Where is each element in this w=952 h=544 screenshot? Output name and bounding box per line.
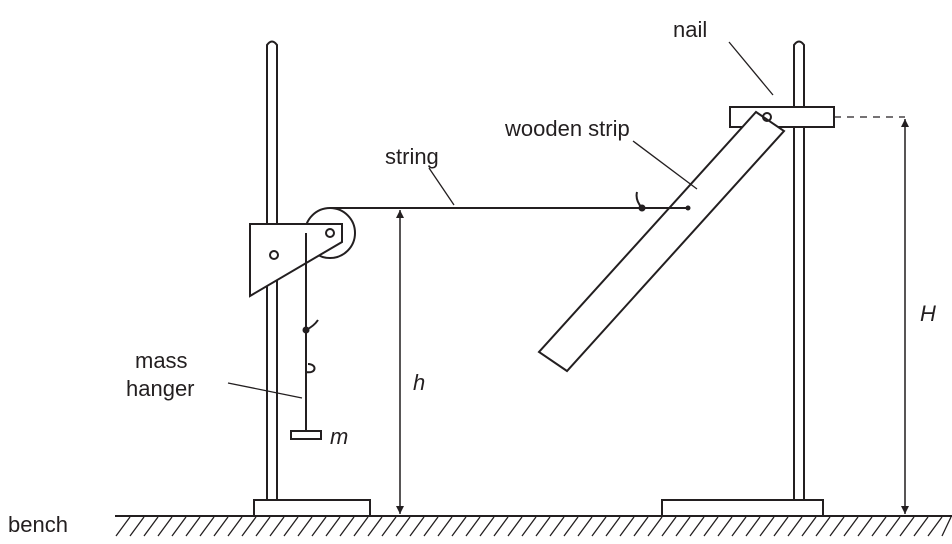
hatch-line bbox=[857, 516, 873, 537]
hatch-line bbox=[507, 516, 523, 537]
bench-label: bench bbox=[8, 512, 68, 537]
bench-hatching bbox=[115, 516, 952, 537]
right-stand bbox=[661, 40, 824, 517]
mass-hanger-label-line1: mass bbox=[135, 348, 188, 373]
nail-label: nail bbox=[673, 17, 707, 42]
mass-hanger-label-line2: hanger bbox=[126, 376, 195, 401]
hatch-line bbox=[661, 516, 677, 537]
mass-hanger-base bbox=[290, 430, 322, 440]
hatch-line bbox=[339, 516, 355, 537]
hatch-line bbox=[815, 516, 831, 537]
wooden-strip bbox=[537, 110, 786, 373]
hatch-line bbox=[941, 516, 952, 537]
hatch-line bbox=[647, 516, 663, 537]
mass-hanger-leader bbox=[227, 382, 303, 399]
hatch-line bbox=[143, 516, 159, 537]
wooden-strip-leader bbox=[632, 140, 698, 190]
hatch-line bbox=[465, 516, 481, 537]
hatch-line bbox=[801, 516, 817, 537]
hatch-line bbox=[269, 516, 285, 537]
hatch-line bbox=[423, 516, 439, 537]
hatch-line bbox=[241, 516, 257, 537]
hatch-line bbox=[171, 516, 187, 537]
hatch-line bbox=[213, 516, 229, 537]
hatch-line bbox=[787, 516, 803, 537]
hatch-line bbox=[633, 516, 649, 537]
hatch-line bbox=[703, 516, 719, 537]
hatch-line bbox=[255, 516, 271, 537]
hatch-line bbox=[451, 516, 467, 537]
hatch-line bbox=[283, 516, 299, 537]
hatch-line bbox=[605, 516, 621, 537]
wooden-strip-label: wooden strip bbox=[504, 116, 630, 141]
string-leader bbox=[428, 167, 455, 206]
h-label: h bbox=[413, 370, 425, 395]
bench bbox=[115, 515, 952, 537]
hatch-line bbox=[367, 516, 383, 537]
hatch-line bbox=[535, 516, 551, 537]
hatch-line bbox=[157, 516, 173, 537]
hatch-line bbox=[549, 516, 565, 537]
hatch-line bbox=[493, 516, 509, 537]
hatch-line bbox=[479, 516, 495, 537]
hatch-line bbox=[745, 516, 761, 537]
hatch-line bbox=[717, 516, 733, 537]
hatch-line bbox=[689, 516, 705, 537]
hatch-line bbox=[297, 516, 313, 537]
hatch-line bbox=[829, 516, 845, 537]
nail-leader bbox=[728, 41, 774, 96]
hatch-line bbox=[591, 516, 607, 537]
string bbox=[305, 191, 691, 432]
m-label: m bbox=[330, 424, 348, 449]
hatch-line bbox=[759, 516, 775, 537]
hatch-line bbox=[577, 516, 593, 537]
mass-hanger bbox=[290, 319, 322, 440]
hatch-line bbox=[325, 516, 341, 537]
H-label: H bbox=[920, 301, 936, 326]
hatch-line bbox=[563, 516, 579, 537]
pulley-clamp bbox=[249, 223, 343, 298]
hatch-line bbox=[843, 516, 859, 537]
hatch-line bbox=[227, 516, 243, 537]
hatch-line bbox=[129, 516, 145, 537]
hatch-line bbox=[395, 516, 411, 537]
hatch-line bbox=[353, 516, 369, 537]
hatch-line bbox=[521, 516, 537, 537]
hatch-line bbox=[115, 516, 131, 537]
hatch-line bbox=[619, 516, 635, 537]
pulley-assembly bbox=[249, 207, 356, 298]
hatch-line bbox=[773, 516, 789, 537]
string-label: string bbox=[385, 144, 439, 169]
hatch-line bbox=[927, 516, 943, 537]
nail-icon bbox=[762, 112, 772, 122]
hatch-line bbox=[381, 516, 397, 537]
hatch-line bbox=[185, 516, 201, 537]
hatch-line bbox=[885, 516, 901, 537]
hatch-line bbox=[675, 516, 691, 537]
hatch-line bbox=[871, 516, 887, 537]
hatch-line bbox=[409, 516, 425, 537]
hatch-line bbox=[311, 516, 327, 537]
hatch-line bbox=[199, 516, 215, 537]
hatch-line bbox=[899, 516, 915, 537]
hatch-line bbox=[437, 516, 453, 537]
hatch-line bbox=[913, 516, 929, 537]
hatch-line bbox=[731, 516, 747, 537]
